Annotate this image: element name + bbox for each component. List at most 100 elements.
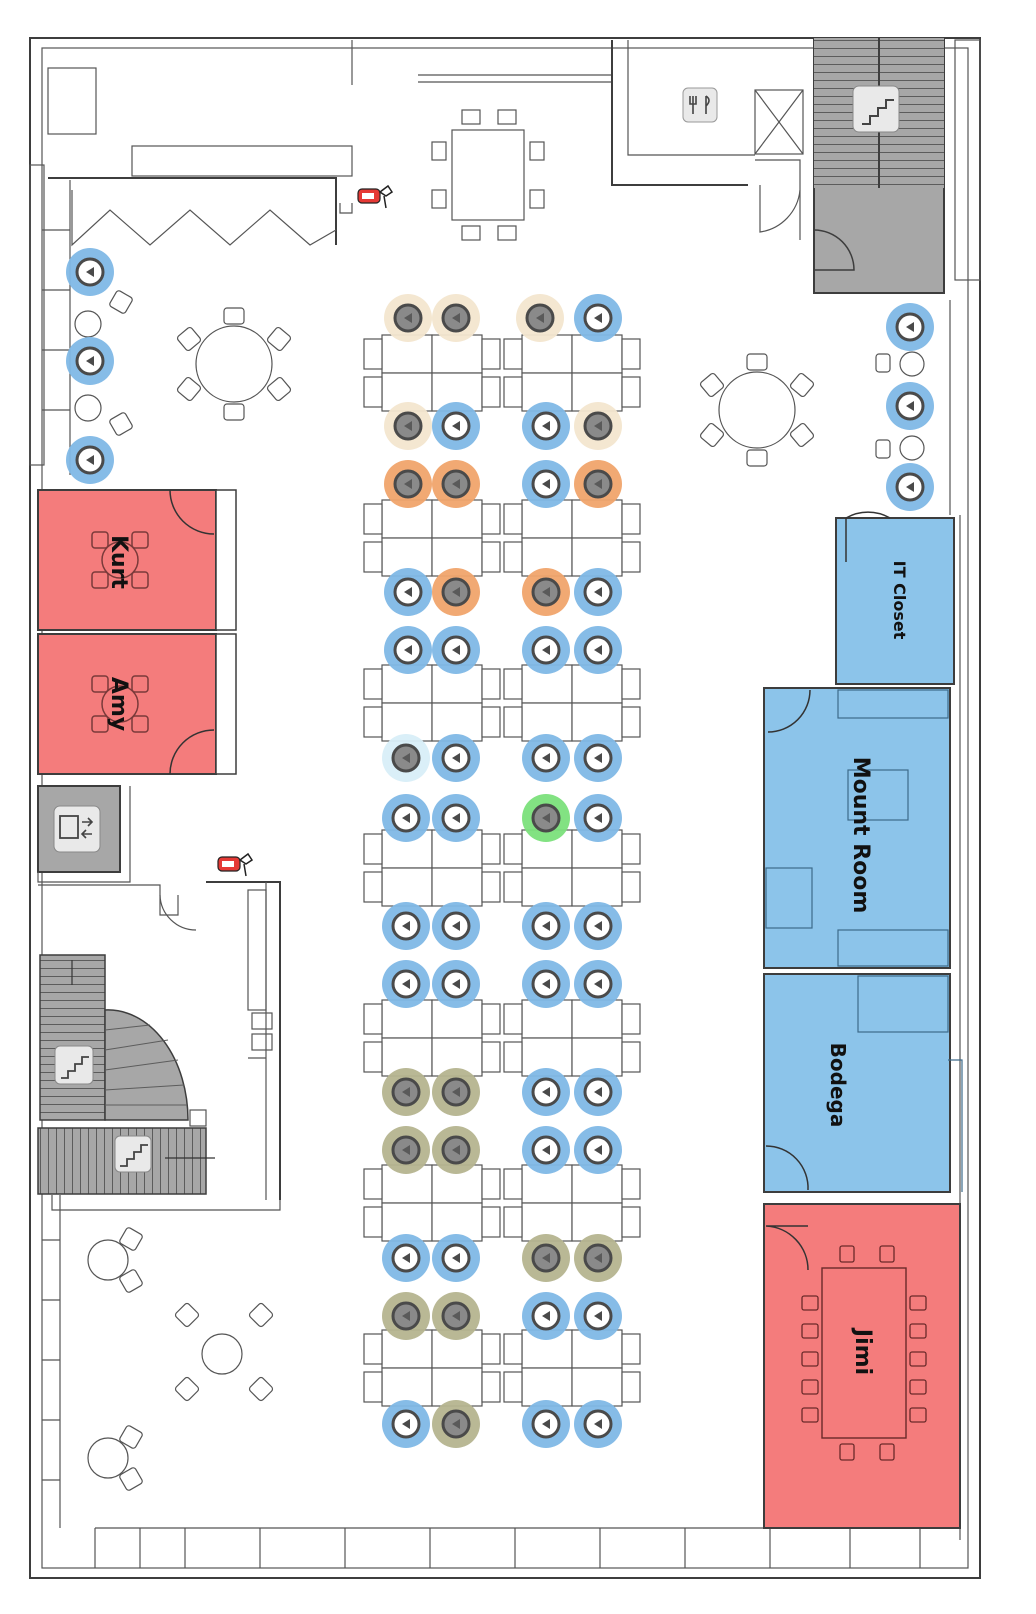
desk-seat-icon[interactable] (432, 1234, 480, 1282)
desk-seat-icon[interactable] (432, 794, 480, 842)
desk-block (363, 1329, 501, 1407)
desk-seat-icon[interactable] (432, 460, 480, 508)
stairwell-top-right (813, 37, 945, 294)
desk-seat-icon[interactable] (432, 1126, 480, 1174)
desk-block (503, 1164, 641, 1242)
desk-seat-icon[interactable] (574, 626, 622, 674)
seat-markers (66, 248, 934, 1448)
desk-block (503, 829, 641, 907)
fire-extinguisher-icon (217, 852, 254, 877)
desk-seat-icon[interactable] (574, 294, 622, 342)
room-it-closet[interactable]: IT Closet (835, 511, 955, 685)
desk-seat-icon[interactable] (382, 1234, 430, 1282)
desk-seat-icon[interactable] (574, 402, 622, 450)
desk-seat-icon[interactable] (522, 960, 570, 1008)
desk-seat-icon[interactable] (384, 568, 432, 616)
desk-seat-icon[interactable] (382, 1068, 430, 1116)
elevator (37, 785, 131, 883)
desk-block (503, 664, 641, 742)
desk-seat-icon[interactable] (432, 402, 480, 450)
desk-seat-icon[interactable] (432, 568, 480, 616)
desk-block (363, 829, 501, 907)
desk-seat-icon[interactable] (382, 794, 430, 842)
desk-seat-icon[interactable] (574, 1400, 622, 1448)
desk-seat-icon[interactable] (382, 902, 430, 950)
desk-seat-icon[interactable] (574, 1126, 622, 1174)
desk-seat-icon[interactable] (384, 402, 432, 450)
desk-seat-icon[interactable] (886, 382, 934, 430)
desk-seat-icon[interactable] (516, 294, 564, 342)
desk-seat-icon[interactable] (432, 1292, 480, 1340)
desk-seat-icon[interactable] (522, 1068, 570, 1116)
room-mount-room-label: Mount Room (848, 757, 873, 914)
room-mount-room[interactable]: Mount Room (763, 687, 951, 969)
desk-seat-icon[interactable] (384, 460, 432, 508)
desk-seat-icon[interactable] (432, 1400, 480, 1448)
lounge-bottom-left (87, 1227, 274, 1491)
desk-seat-icon[interactable] (522, 1400, 570, 1448)
room-kurt-label: Kurt (106, 535, 131, 589)
desk-seat-icon[interactable] (522, 794, 570, 842)
top-table (431, 109, 545, 241)
desk-block (503, 334, 641, 412)
desk-seat-icon[interactable] (382, 1400, 430, 1448)
room-kurt[interactable]: Kurt (37, 489, 237, 631)
desk-seat-icon[interactable] (432, 902, 480, 950)
desk-block (503, 999, 641, 1077)
desk-seat-icon[interactable] (522, 734, 570, 782)
top-interior-walls (47, 40, 804, 247)
desk-seat-icon[interactable] (574, 460, 622, 508)
room-jimi[interactable]: Jimi (763, 1203, 961, 1529)
desk-block (363, 999, 501, 1077)
room-bodega[interactable]: Bodega (763, 973, 963, 1193)
round-table-right (699, 353, 815, 467)
desk-seat-icon[interactable] (384, 626, 432, 674)
desk-seat-icon[interactable] (574, 1068, 622, 1116)
desk-seat-icon[interactable] (382, 734, 430, 782)
desk-seat-icon[interactable] (574, 960, 622, 1008)
outer-walls (29, 37, 981, 1579)
desk-seat-icon[interactable] (574, 794, 622, 842)
desk-seat-icon[interactable] (432, 960, 480, 1008)
desk-seat-icon[interactable] (522, 626, 570, 674)
desk-seat-icon[interactable] (574, 734, 622, 782)
desk-seat-icon[interactable] (66, 337, 114, 385)
desk-seat-icon[interactable] (66, 436, 114, 484)
desk-seat-icon[interactable] (432, 626, 480, 674)
desk-seat-icon[interactable] (382, 1126, 430, 1174)
desk-seat-icon[interactable] (522, 1292, 570, 1340)
desk-seat-icon[interactable] (432, 734, 480, 782)
desk-block (503, 1329, 641, 1407)
round-table-left (176, 307, 292, 421)
desk-seat-icon[interactable] (382, 1292, 430, 1340)
desk-seat-icon[interactable] (886, 303, 934, 351)
stairwell-bottom-left (37, 881, 281, 1211)
room-bodega-label: Bodega (826, 1043, 850, 1128)
stairs-icon (54, 1045, 94, 1085)
desk-clusters (363, 334, 641, 1407)
desk-seat-icon[interactable] (522, 902, 570, 950)
desk-seat-icon[interactable] (522, 568, 570, 616)
desk-seat-icon[interactable] (574, 1234, 622, 1282)
desk-seat-icon[interactable] (574, 1292, 622, 1340)
desk-block (363, 1164, 501, 1242)
desk-seat-icon[interactable] (522, 402, 570, 450)
stairs-icon (852, 85, 900, 133)
desk-block (363, 499, 501, 577)
desk-block (363, 664, 501, 742)
desk-block (363, 334, 501, 412)
room-amy[interactable]: Amy (37, 633, 237, 775)
desk-seat-icon[interactable] (384, 294, 432, 342)
desk-seat-icon[interactable] (574, 568, 622, 616)
desk-seat-icon[interactable] (382, 960, 430, 1008)
desk-seat-icon[interactable] (432, 1068, 480, 1116)
desk-seat-icon[interactable] (574, 902, 622, 950)
desk-seat-icon[interactable] (522, 460, 570, 508)
desk-seat-icon[interactable] (886, 463, 934, 511)
desk-seat-icon[interactable] (66, 248, 114, 296)
desk-seat-icon[interactable] (432, 294, 480, 342)
desk-seat-icon[interactable] (522, 1126, 570, 1174)
desk-seat-icon[interactable] (522, 1234, 570, 1282)
room-amy-label: Amy (106, 677, 131, 731)
